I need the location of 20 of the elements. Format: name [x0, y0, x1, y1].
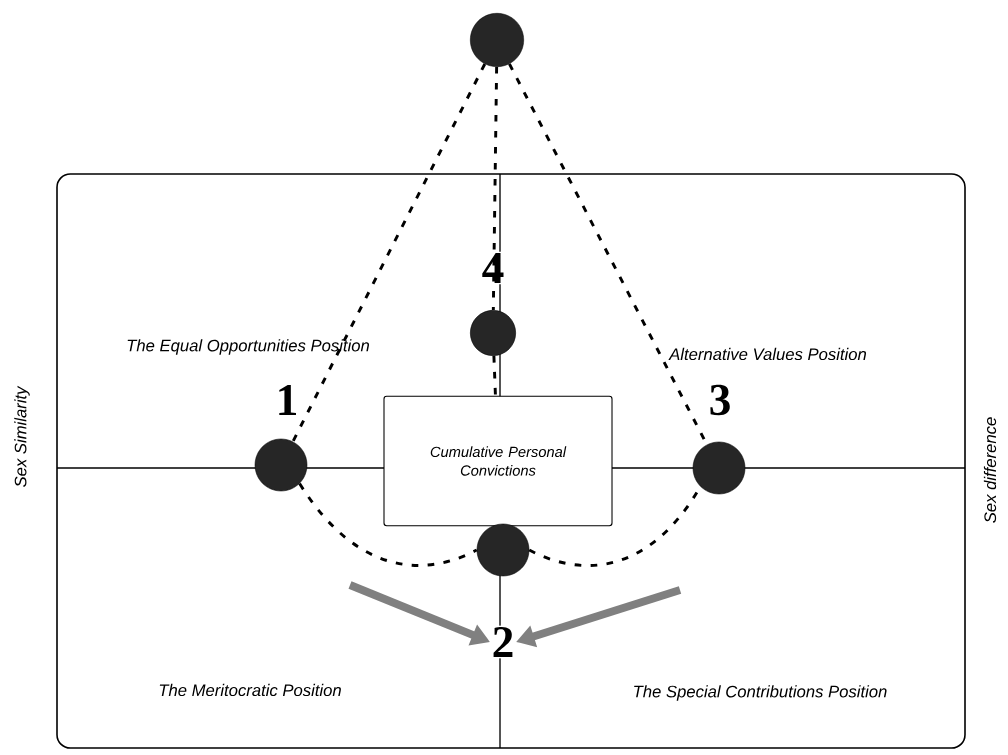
number-label: 4 [480, 251, 506, 285]
number-label: 1 [274, 383, 300, 417]
axis-label: Sex Similarity [14, 385, 30, 487]
number-label: 2 [490, 625, 516, 659]
quadrant-label: The Meritocratic Position [159, 683, 341, 697]
quadrant-label: The Equal Opportunities Position [127, 339, 370, 355]
dashed-line [492, 355, 497, 396]
quadrant-label: Alternative Values Position [668, 347, 866, 361]
axis-label: Sex difference [983, 417, 997, 523]
dashed-line [298, 482, 478, 567]
dot-marker [254, 438, 308, 492]
dot-marker [470, 310, 516, 356]
text-box: Cumulative Personal Convictions [383, 395, 613, 527]
dashed-line [291, 63, 487, 443]
quadrant-label: The Special Contributions Position [634, 685, 887, 701]
number-label: 3 [707, 383, 733, 417]
dot-marker [476, 523, 530, 577]
dot-marker [470, 13, 524, 67]
dashed-line [491, 66, 499, 311]
dot-marker [692, 441, 746, 495]
